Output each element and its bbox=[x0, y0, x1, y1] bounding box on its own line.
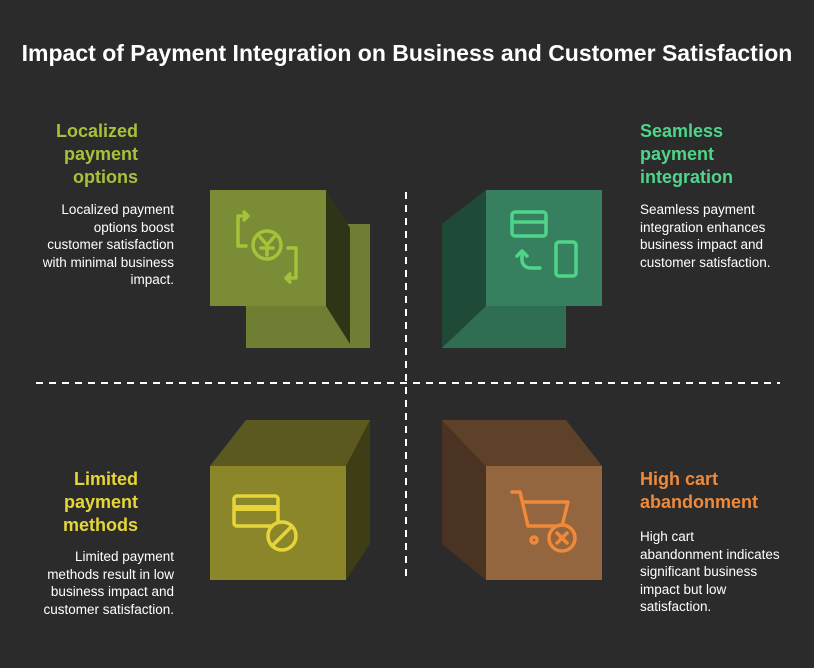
tile-seamless-payment bbox=[442, 190, 602, 348]
quadrant-description-top-left: Localized payment options boost customer… bbox=[42, 202, 174, 287]
quadrant-title-top-left: Localized payment options bbox=[55, 121, 138, 187]
tile-limited-payment bbox=[210, 420, 370, 580]
page-title: Impact of Payment Integration on Busines… bbox=[21, 40, 793, 66]
card-blocked-icon bbox=[232, 494, 298, 552]
tile-high-cart-abandonment bbox=[442, 420, 602, 580]
quadrant-title-bottom-right: High cart abandonment bbox=[640, 469, 759, 512]
card-to-phone-icon bbox=[510, 210, 578, 278]
tile-localized-payment bbox=[210, 190, 370, 348]
quadrant-description-bottom-left: Limited payment methods result in low bu… bbox=[43, 549, 174, 617]
yuan-exchange-icon bbox=[236, 210, 298, 284]
quadrant-description-bottom-right: High cart abandonment indicates signific… bbox=[640, 529, 780, 614]
quadrant-description-top-right: Seamless payment integration enhances bu… bbox=[640, 202, 771, 270]
quadrant-title-bottom-left: Limited payment methods bbox=[62, 469, 138, 535]
cart-cancel-icon bbox=[510, 490, 577, 553]
quadrant-title-top-right: Seamless payment integration bbox=[640, 121, 733, 187]
